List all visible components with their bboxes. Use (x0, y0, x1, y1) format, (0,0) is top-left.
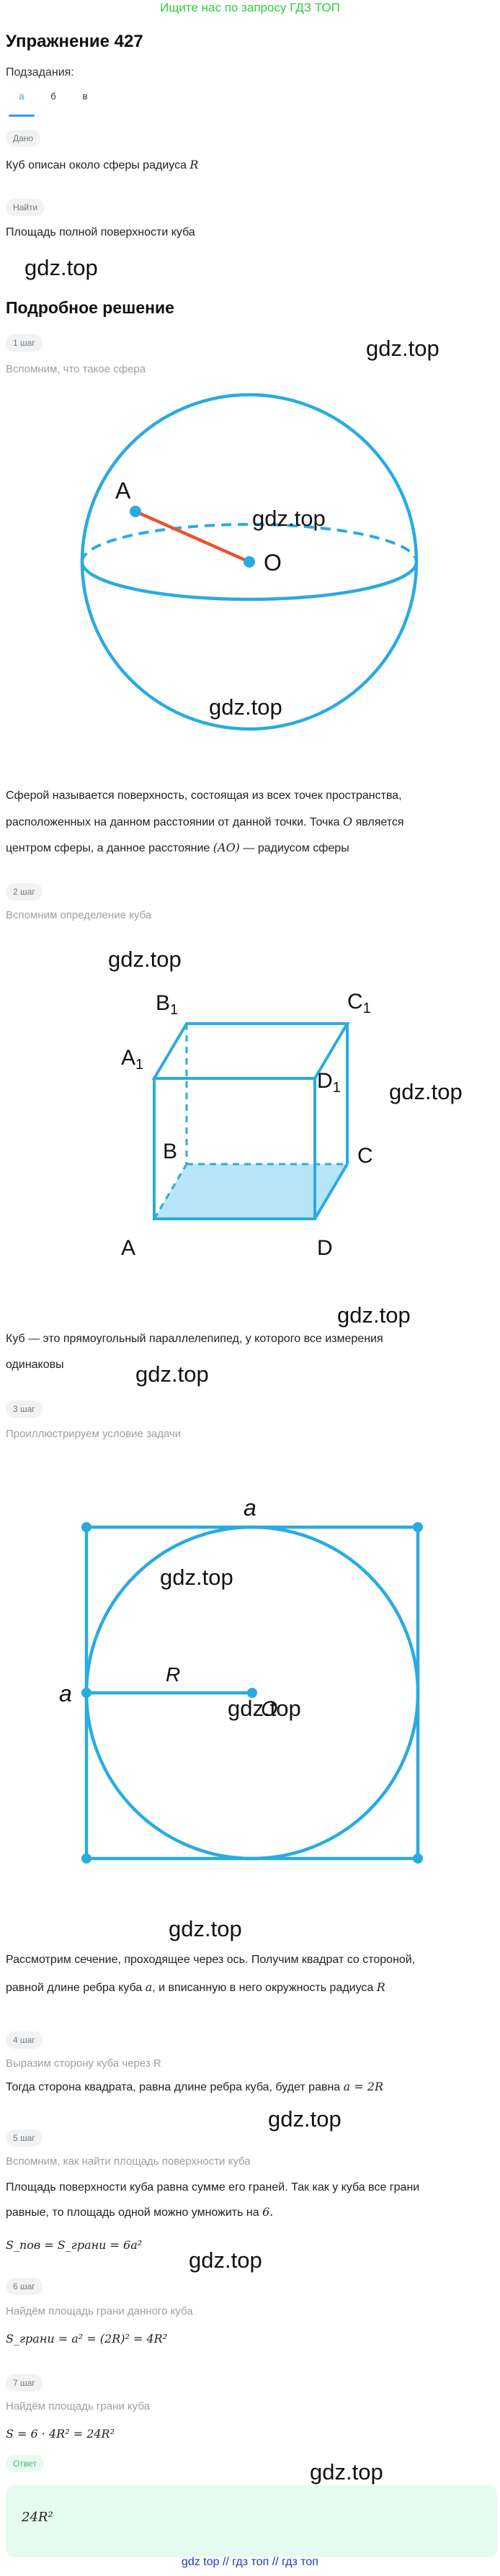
answer-value: 24R² (22, 2510, 53, 2525)
step-2-hint: Вспомним определение куба (6, 909, 152, 921)
step-2-badge: 2 шаг (6, 883, 43, 900)
watermark: gdz.top (310, 2459, 383, 2485)
step-3-badge: 3 шаг (6, 1400, 43, 1418)
step-7-badge: 7 шаг (6, 2374, 43, 2392)
label-r: R (166, 1663, 180, 1686)
watermark: gdz.top (366, 336, 439, 361)
label-a: A (115, 478, 131, 504)
answer-box: 24R² (6, 2485, 497, 2557)
step-7-formula: S = 6 · 4R² = 24R² (6, 2427, 115, 2441)
watermark: gdz.top (24, 255, 98, 280)
label-C: C (357, 1144, 373, 1168)
watermark: gdz.top (268, 2106, 341, 2132)
label-D1: D1 (317, 1069, 341, 1096)
label-A: A (121, 1236, 135, 1260)
step-1-text-3: центром сферы, а данное расстояние (AO) … (6, 841, 349, 854)
label-C1: C1 (347, 990, 371, 1016)
watermark: gdz.top (209, 694, 282, 720)
vertex (81, 1853, 91, 1864)
label-o: O (261, 1697, 277, 1721)
cube-bottom-face (154, 1164, 347, 1219)
point-a (130, 506, 141, 517)
watermark: gdz.top (189, 2248, 262, 2273)
step-2-text-1: Куб — это прямоугольный параллелепипед, … (6, 1333, 383, 1345)
label-side-a: a (244, 1495, 256, 1521)
find-badge: Найти (6, 199, 45, 216)
point-o (244, 556, 255, 568)
label-A1: A1 (121, 1046, 143, 1073)
subtask-tabs: а б в (6, 88, 101, 117)
center-point (247, 1688, 257, 1698)
step-1-text-1: Сферой называется поверхность, состоящая… (6, 790, 402, 802)
step-3-text-2: равной длине ребра куба a, и вписанную в… (6, 1980, 385, 1994)
tab-v[interactable]: в (82, 91, 88, 102)
tab-b[interactable]: б (50, 91, 56, 102)
label-o: O (264, 550, 282, 576)
answer-badge: Ответ (6, 2455, 44, 2472)
solution-heading: Подробное решение (6, 298, 174, 317)
step-6-badge: 6 шаг (6, 2278, 43, 2295)
step-3-text-1: Рассмотрим сечение, проходящее через ось… (6, 1954, 416, 1966)
label-B: B (163, 1140, 177, 1163)
step-2-text-2: одинаковы (6, 1359, 64, 1371)
watermark: gdz.top (108, 947, 182, 972)
footer-links[interactable]: gdz top // гдз топ // гдз топ (182, 2556, 318, 2568)
step-5-hint: Вспомним, как найти площадь поверхности … (6, 2155, 251, 2168)
watermark: gdz.top (169, 1916, 242, 1941)
watermark: gdz.top (135, 1361, 209, 1387)
step-7-hint: Найдём площадь грани куба (6, 2400, 150, 2412)
page-title: Упражнение 427 (6, 32, 143, 51)
step-6-formula: S_грани = a² = (2R)² = 4R² (6, 2332, 168, 2345)
label-a-left: a (59, 1681, 72, 1707)
step-5-formula: S_пов = S_грани = 6a² (6, 2238, 143, 2252)
step-5-text-2: равные, то площадь одной можно умножить … (6, 2205, 274, 2219)
vertex (413, 1522, 423, 1532)
search-banner[interactable]: Ищите нас по запросу ГДЗ ТОП (160, 1, 340, 14)
step-1-text-2: расположенных на данном расстоянии от да… (6, 815, 404, 828)
radius-segment (135, 509, 250, 564)
watermark: gdz.top (252, 506, 326, 531)
given-text: Куб описан около сферы радиуса R (6, 158, 199, 171)
step-1-badge: 1 шаг (6, 334, 43, 352)
label-B1: B1 (156, 991, 178, 1018)
step-4-hint: Выразим сторону куба через R (6, 2057, 161, 2070)
sphere-figure: A O (80, 393, 419, 731)
step-5-badge: 5 шаг (6, 2129, 43, 2147)
watermark: gdz.top (228, 1696, 301, 1721)
watermark: gdz.top (389, 1079, 463, 1104)
cube-figure: A B C D A1 B1 C1 D1 (121, 990, 373, 1260)
step-4-badge: 4 шаг (6, 2031, 43, 2049)
step-5-text-1: Площадь поверхности куба равна сумме его… (6, 2181, 420, 2193)
sphere-equator-front (80, 561, 419, 601)
vertex (81, 1522, 91, 1532)
tab-a[interactable]: а (6, 88, 37, 117)
tangent-point (81, 1688, 91, 1698)
step-6-hint: Найдём площадь грани данного куба (6, 2305, 193, 2317)
vertex (413, 1853, 423, 1864)
given-badge: Дано (6, 130, 41, 147)
watermark: gdz.top (160, 1565, 233, 1590)
find-text: Площадь полной поверхности куба (6, 226, 195, 238)
section-figure: a a R O (59, 1495, 423, 1864)
watermark: gdz.top (337, 1302, 411, 1328)
subtasks-label: Подзадания: (6, 66, 74, 79)
step-1-hint: Вспомним, что такое сфера (6, 363, 146, 375)
step-4-text: Тогда сторона квадрата, равна длине ребр… (6, 2080, 383, 2093)
step-3-hint: Проиллюстрируем условие задачи (6, 1428, 182, 1440)
label-D: D (317, 1236, 333, 1260)
cube-edge (313, 1163, 349, 1220)
